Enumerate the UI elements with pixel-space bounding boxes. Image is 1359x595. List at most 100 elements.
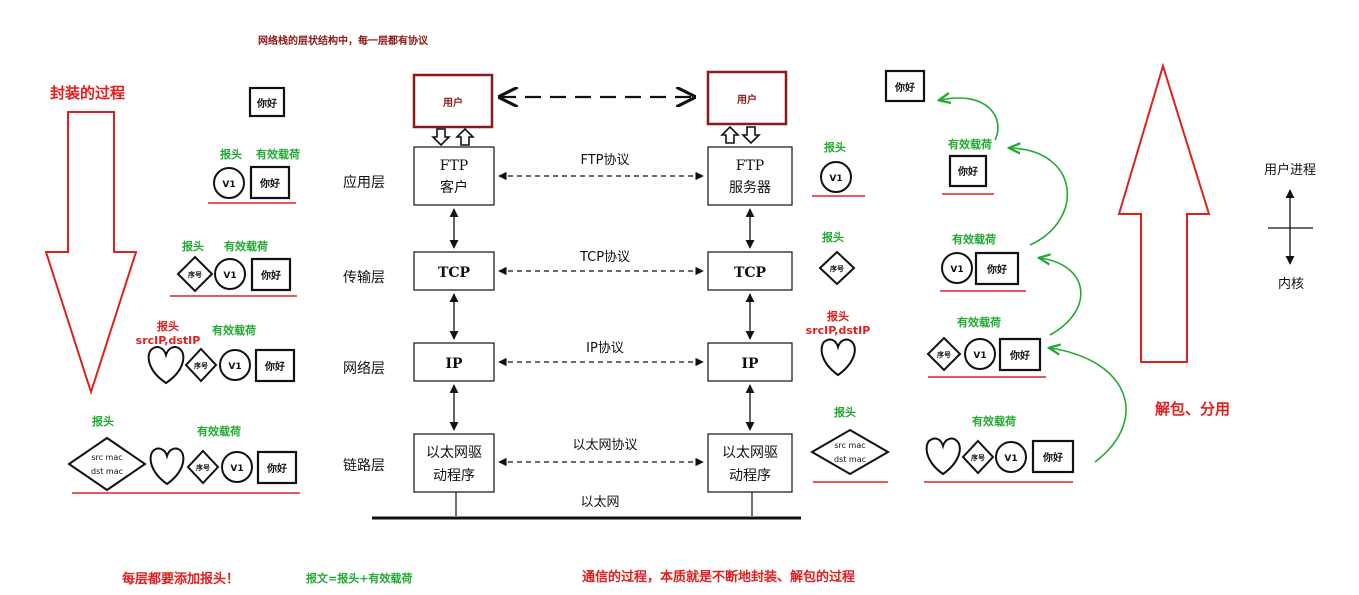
data-text: 你好 [894, 81, 915, 94]
layer-label-transport: 传输层 [343, 270, 385, 286]
encap-app-packet: 报头 有效载荷 V1 你好 [208, 147, 300, 204]
diagram-title: 网络栈的层状结构中，每一层都有协议 [258, 34, 429, 47]
server-link-line2: 动程序 [729, 468, 771, 484]
client-app-line1: FTP [440, 158, 468, 174]
server-user-box [706, 70, 788, 126]
seq-text: 序号 [195, 463, 210, 472]
seq-text: 序号 [829, 264, 844, 273]
server-network-box [707, 342, 793, 382]
layer-label-network: 网络层 [343, 361, 385, 377]
bottom-formula: 报文=报头+有效载荷 [306, 571, 412, 585]
decap-network-packet: 有效载荷 序号 V1 你好 [926, 315, 1046, 378]
payload-label: 有效载荷 [948, 137, 992, 151]
server-network-header: 报头 srcIP,dstIP [806, 309, 871, 377]
client-app-box [413, 146, 495, 206]
encap-network-packet: 报头 srcIP,dstIP 有效载荷 序号 V1 你好 [136, 319, 296, 385]
header-label: 报头 [92, 414, 114, 428]
encap-down-arrow [44, 111, 138, 396]
heart-ip-header [149, 447, 185, 486]
client-network-box [413, 342, 495, 382]
version-text: V1 [230, 464, 243, 474]
version-text: V1 [829, 174, 842, 184]
heart-ip-header [820, 338, 856, 377]
mac-dst: dst mac [834, 455, 866, 464]
header-label: 报头 [834, 405, 856, 419]
server-link-line1: 以太网驱 [722, 445, 778, 461]
data-text: 你好 [259, 177, 280, 190]
payload-label: 有效载荷 [256, 147, 300, 161]
client-app-line2: 客户 [440, 179, 468, 196]
server-network-text: IP [741, 356, 759, 372]
data-text: 你好 [986, 263, 1007, 276]
header-label: 报头 [822, 230, 844, 244]
payload-label: 有效载荷 [957, 315, 1001, 329]
client-link-line1: 以太网驱 [426, 445, 482, 461]
encap-title: 封装的过程 [50, 84, 125, 102]
payload-label: 有效载荷 [952, 232, 996, 246]
user-process-label: 用户进程 [1264, 162, 1316, 178]
encap-data-only: 你好 [248, 86, 286, 118]
client-transport-text: TCP [438, 265, 471, 281]
mac-src: src mac [834, 441, 865, 450]
bottom-left-note: 每层都要添加报头！ [122, 571, 239, 587]
data-text: 你好 [256, 97, 277, 110]
decap-app-packet: 有效载荷 你好 [942, 137, 994, 195]
mac-src: src mac [91, 453, 122, 462]
version-text: V1 [1004, 454, 1017, 464]
server-app-line2: 服务器 [729, 180, 771, 196]
server-transport-header: 报头 序号 [818, 230, 856, 286]
version-text: V1 [223, 271, 236, 281]
header-label: 报头 [157, 319, 179, 333]
header-label: 报头 [827, 309, 849, 323]
seq-text: 序号 [970, 453, 985, 462]
server-link-header: 报头 src mac dst mac [810, 405, 890, 483]
version-text: V1 [222, 180, 235, 190]
client-link-box [413, 433, 495, 493]
client-user-box [412, 73, 494, 129]
data-text: 你好 [957, 165, 978, 178]
server-user-text: 用户 [736, 93, 757, 106]
protocol-label-transport: TCP协议 [579, 250, 630, 265]
data-text: 你好 [1009, 349, 1030, 362]
decap-transport-packet: 有效载荷 V1 你好 [940, 232, 1026, 292]
data-text: 你好 [266, 462, 287, 475]
layer-label-link: 链路层 [343, 458, 385, 474]
version-text: V1 [950, 265, 963, 275]
ip-header-label: srcIP,dstIP [806, 324, 871, 337]
heart-ip-header [147, 346, 185, 385]
seq-text: 序号 [936, 350, 951, 359]
server-link-box [707, 433, 793, 493]
mac-dst: dst mac [91, 467, 123, 476]
header-label: 报头 [220, 147, 242, 161]
server-updown-icons [720, 125, 761, 145]
ethernet-label: 以太网 [580, 495, 619, 510]
ip-header-label: srcIP,dstIP [136, 334, 201, 347]
client-user-text: 用户 [442, 96, 463, 109]
client-transport-box [413, 251, 495, 291]
seq-text: 序号 [193, 361, 208, 370]
encap-transport-packet: 报头 有效载荷 序号 V1 你好 [170, 239, 297, 297]
decap-label: 解包、分用 [1155, 400, 1230, 418]
protocol-label-app: FTP协议 [580, 153, 629, 168]
data-text: 你好 [1042, 451, 1063, 464]
bottom-center-note: 通信的过程，本质就是不断地封装、解包的过程 [582, 569, 855, 585]
decap-curve-arrows [940, 98, 1127, 463]
version-text: V1 [228, 362, 241, 372]
payload-label: 有效载荷 [197, 424, 241, 438]
server-transport-text: TCP [734, 265, 767, 281]
protocol-label-network: IP协议 [586, 341, 624, 356]
kernel-label: 内核 [1278, 276, 1304, 292]
payload-label: 有效载荷 [972, 414, 1016, 428]
decap-data-only: 你好 [884, 69, 926, 103]
seq-text: 序号 [187, 270, 202, 279]
version-text: V1 [973, 351, 986, 361]
heart-ip-header [925, 437, 961, 476]
header-label: 报头 [824, 140, 846, 154]
encap-link-packet: 报头 有效载荷 src mac dst mac 序号 V1 你好 [67, 414, 300, 494]
layer-label-app: 应用层 [343, 174, 385, 191]
protocol-label-link: 以太网协议 [572, 438, 637, 453]
decap-link-packet: 有效载荷 序号 V1 你好 [924, 414, 1075, 483]
decap-up-arrow [1117, 62, 1211, 363]
data-text: 你好 [260, 269, 281, 282]
